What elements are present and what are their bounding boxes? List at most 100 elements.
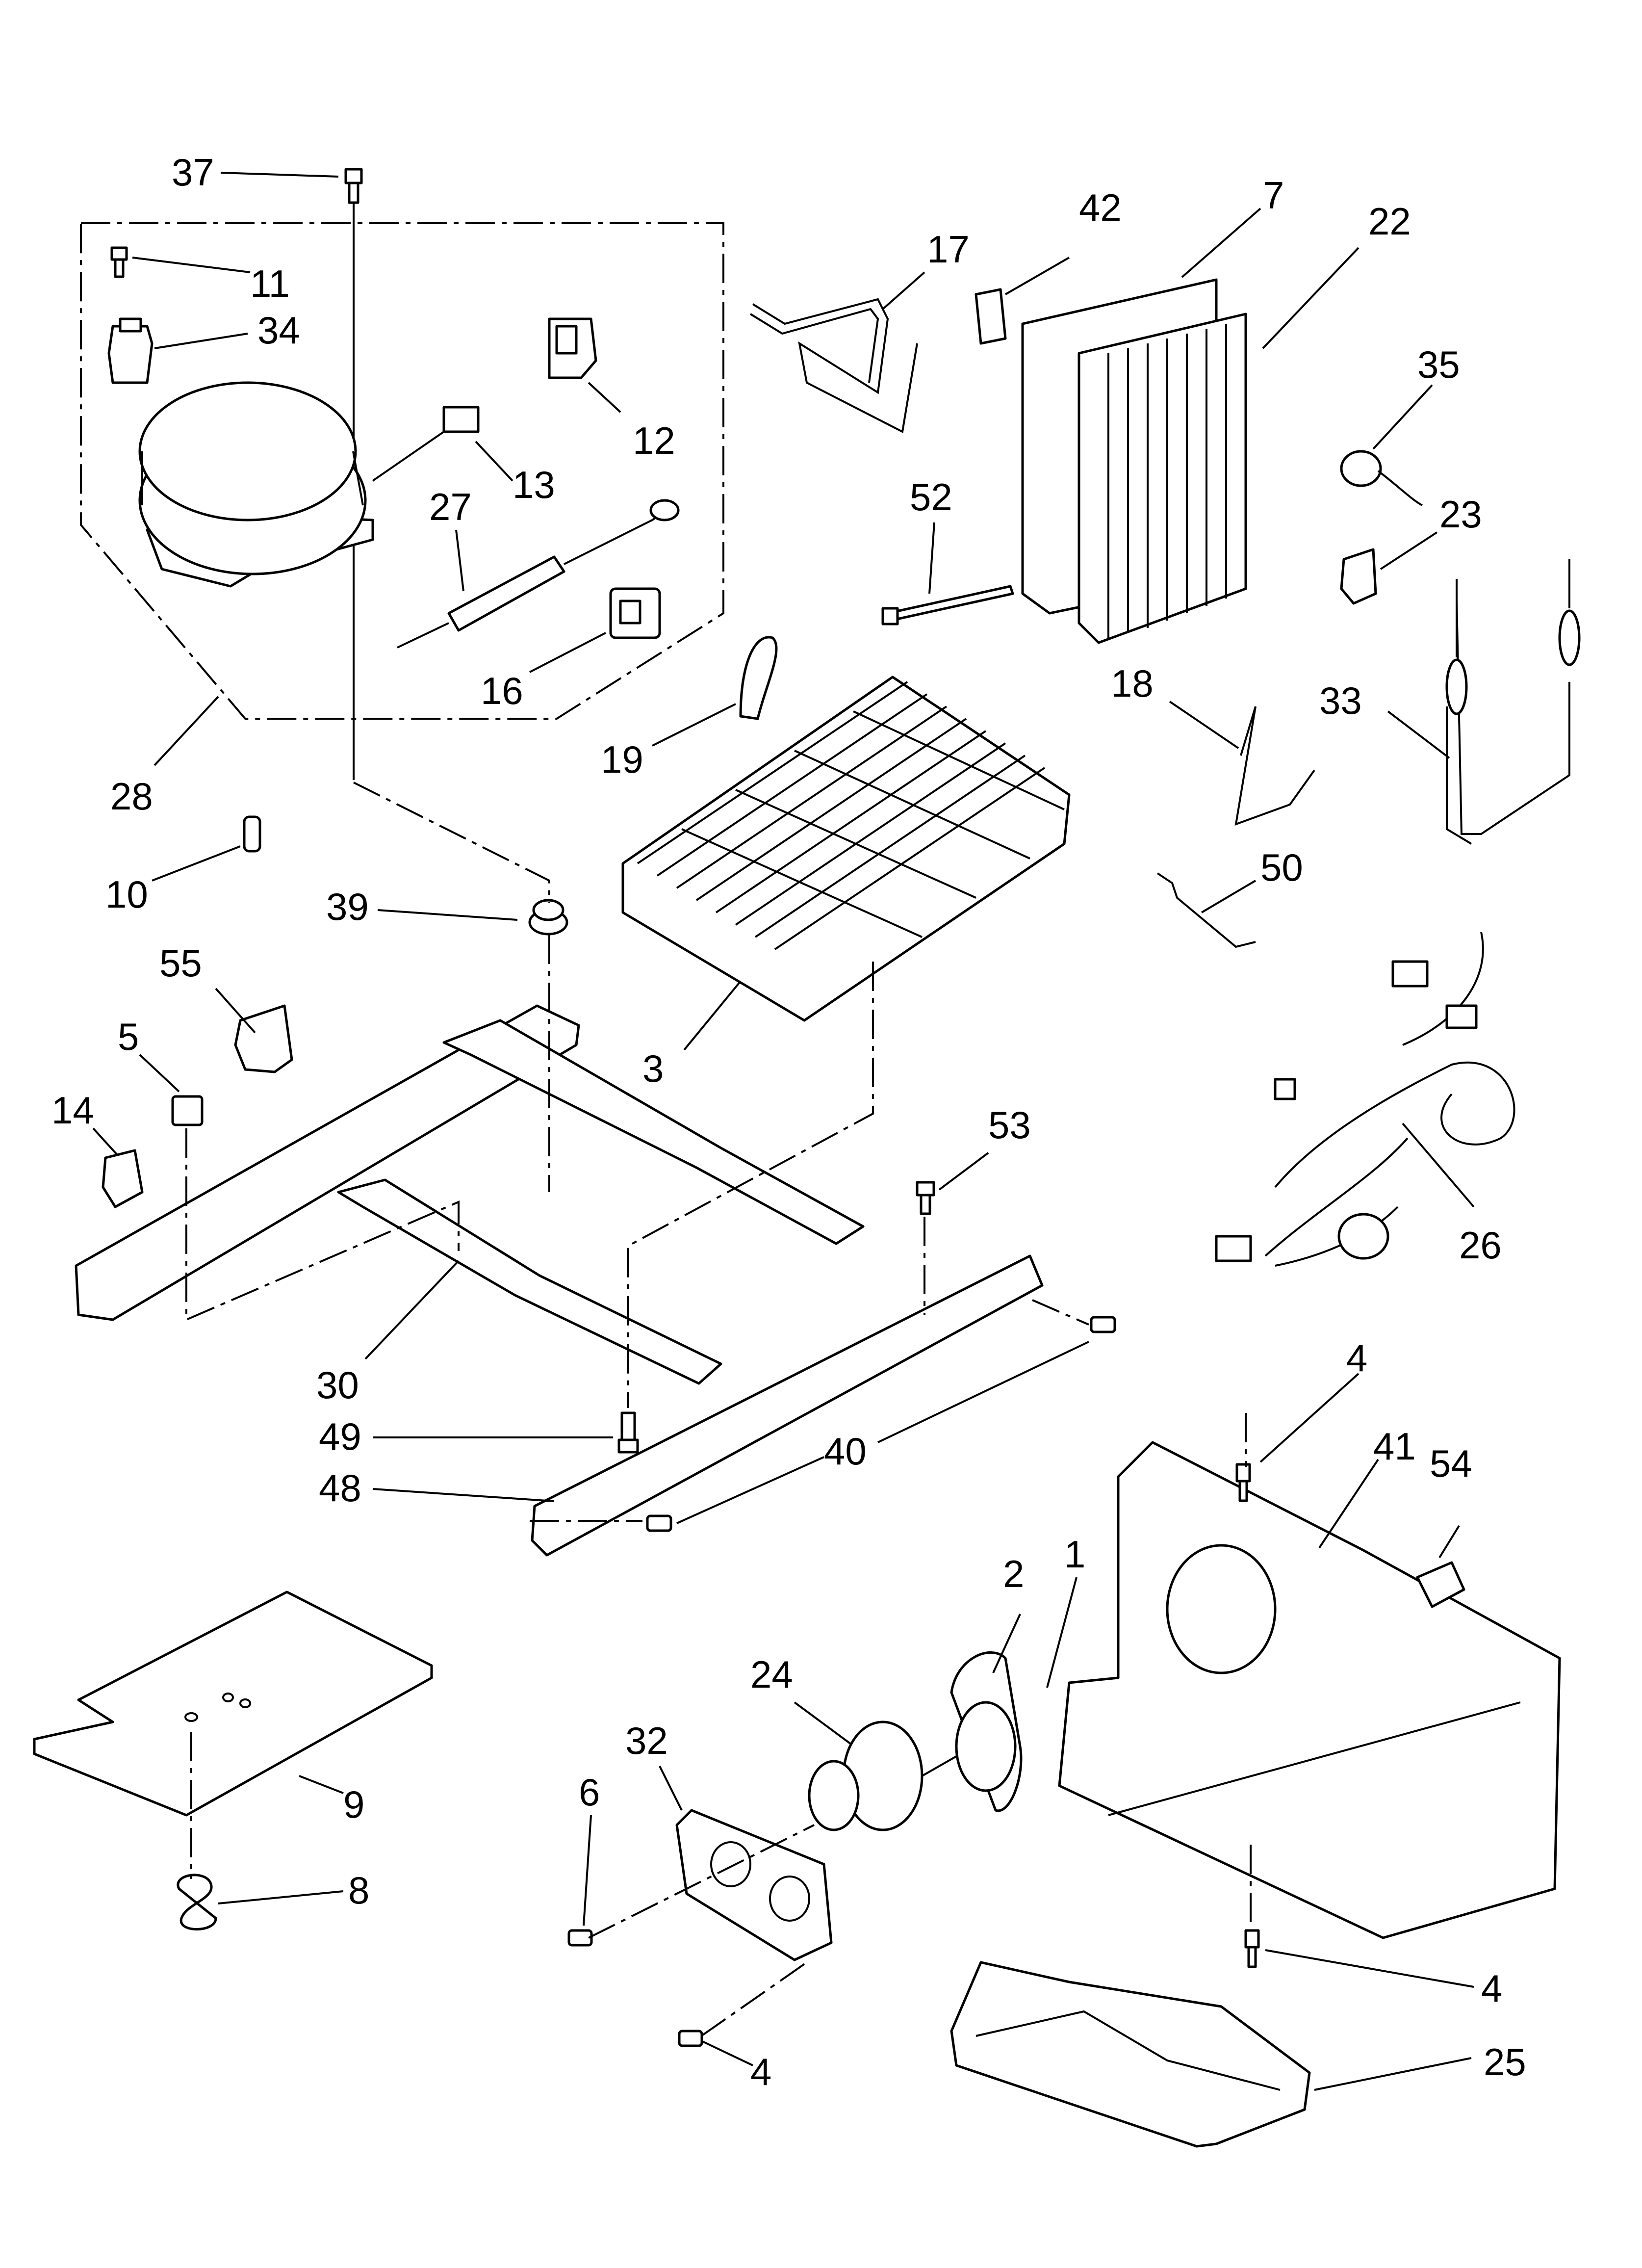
svg-text:13: 13 — [513, 463, 555, 506]
callout-54: 54 — [1430, 1442, 1472, 1559]
callout-4-right: 4 — [1265, 1949, 1502, 2010]
screw-4-top — [1235, 1463, 1251, 1502]
evaporator — [1021, 278, 1247, 644]
svg-text:9: 9 — [343, 1783, 364, 1826]
callout-22: 22 — [1262, 200, 1411, 349]
screw-49 — [617, 1411, 639, 1454]
callout-37: 37 — [172, 151, 339, 194]
callout-41: 41 — [1318, 1425, 1416, 1549]
bolt-40-rear — [1090, 1316, 1116, 1333]
callout-19: 19 — [601, 703, 736, 781]
svg-text:12: 12 — [633, 419, 675, 462]
tube-17 — [749, 298, 918, 434]
part-42 — [975, 288, 1007, 345]
svg-text:5: 5 — [118, 1015, 139, 1058]
callout-4-top: 4 — [1259, 1336, 1367, 1463]
screw-6 — [567, 1929, 593, 1947]
svg-text:32: 32 — [625, 1719, 668, 1762]
svg-text:48: 48 — [319, 1466, 361, 1510]
callout-40: 40 — [676, 1341, 1089, 1524]
grommet-39 — [528, 899, 568, 936]
part-55 — [234, 1004, 293, 1073]
svg-text:39: 39 — [326, 885, 369, 928]
svg-text:50: 50 — [1260, 846, 1303, 889]
callout-35: 35 — [1372, 343, 1460, 450]
drier-27 — [397, 499, 680, 649]
callout-16: 16 — [481, 632, 606, 712]
hanger-18 — [1234, 706, 1315, 826]
clip-23 — [1340, 548, 1377, 605]
callout-13: 13 — [475, 441, 555, 506]
svg-text:6: 6 — [579, 1771, 600, 1814]
clip-13 — [372, 406, 480, 482]
callout-4-bottom: 4 — [701, 2040, 771, 2093]
callout-2: 2 — [992, 1552, 1024, 1673]
callout-30: 30 — [316, 1260, 460, 1407]
wire-nut-54 — [1416, 1561, 1465, 1608]
condenser-tubes — [637, 681, 1065, 950]
compressor — [138, 381, 374, 588]
callout-27: 27 — [429, 485, 472, 592]
bolt-40-front — [646, 1514, 672, 1532]
callout-52: 52 — [910, 475, 952, 594]
svg-text:40: 40 — [824, 1430, 867, 1473]
bracket-32 — [675, 1809, 833, 1961]
svg-text:49: 49 — [319, 1415, 361, 1458]
svg-text:41: 41 — [1373, 1425, 1416, 1468]
rail-48 — [531, 1254, 1044, 1557]
callout-39: 39 — [326, 885, 518, 928]
svg-text:18: 18 — [1111, 662, 1154, 705]
svg-text:24: 24 — [750, 1653, 793, 1696]
callout-8: 8 — [218, 1869, 369, 1912]
callout-28: 28 — [110, 696, 219, 818]
screw-4-right — [1244, 1929, 1260, 1968]
svg-text:19: 19 — [601, 738, 643, 781]
svg-text:16: 16 — [481, 669, 523, 712]
callout-26: 26 — [1402, 1122, 1502, 1267]
svg-text:3: 3 — [642, 1047, 664, 1090]
svg-text:17: 17 — [927, 228, 970, 271]
svg-text:1: 1 — [1064, 1533, 1085, 1576]
svg-text:27: 27 — [429, 485, 472, 528]
screw-11 — [110, 246, 128, 278]
callout-14: 14 — [51, 1089, 119, 1156]
svg-text:30: 30 — [316, 1363, 359, 1407]
condenser-coil — [621, 676, 1071, 1022]
callout-12: 12 — [588, 382, 675, 462]
callout-3: 3 — [642, 980, 742, 1090]
callout-6: 6 — [579, 1771, 600, 1926]
wiring-harness-26 — [1215, 932, 1515, 1267]
callout-32: 32 — [625, 1719, 683, 1811]
svg-text:52: 52 — [910, 475, 952, 519]
svg-text:4: 4 — [750, 2050, 771, 2093]
tube-19 — [739, 636, 778, 720]
svg-text:22: 22 — [1368, 200, 1411, 243]
svg-text:23: 23 — [1439, 493, 1482, 536]
relay-bracket-34 — [107, 317, 154, 384]
screw-4-bottom — [678, 2030, 703, 2047]
callout-10: 10 — [105, 845, 241, 916]
callout-34: 34 — [154, 309, 300, 352]
bracket-41 — [1058, 1441, 1561, 1939]
svg-text:33: 33 — [1319, 679, 1362, 722]
spring-8 — [177, 1874, 217, 1930]
svg-text:37: 37 — [172, 151, 214, 194]
svg-text:14: 14 — [51, 1089, 94, 1132]
callout-24: 24 — [750, 1653, 852, 1745]
callout-50: 50 — [1201, 846, 1303, 913]
svg-text:10: 10 — [105, 873, 148, 916]
callout-55: 55 — [159, 941, 256, 1034]
evaporator-fins — [1107, 324, 1227, 638]
part-35 — [1340, 450, 1423, 506]
tube-33 — [1445, 559, 1581, 845]
fan-blade-2 — [950, 1651, 1023, 1812]
part-14 — [102, 1149, 144, 1208]
callout-9: 9 — [299, 1775, 364, 1826]
compressor-group-boundary — [80, 222, 724, 720]
overload-12 — [548, 317, 597, 379]
alignment-guides — [185, 782, 1252, 2037]
callout-17: 17 — [882, 228, 970, 310]
callout-48: 48 — [319, 1466, 555, 1510]
